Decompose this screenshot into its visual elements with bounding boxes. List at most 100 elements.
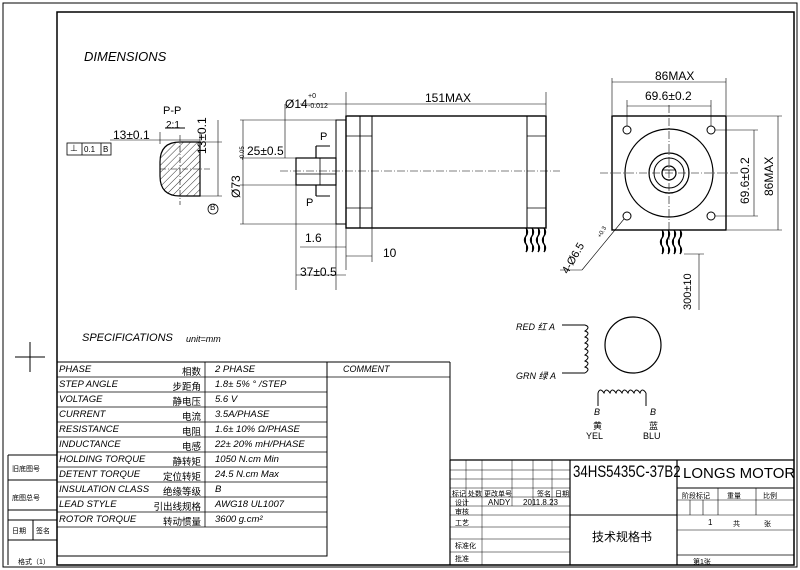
tb-date: 日期 <box>555 491 569 498</box>
spec-name-cn: 转动惯量 <box>162 517 201 528</box>
spec-name-en: INSULATION CLASS <box>59 484 150 495</box>
tb-total: 共 <box>733 521 740 528</box>
dim-13-horizontal: 13±0.1 <box>113 128 150 142</box>
tb-check: 审核 <box>455 509 469 516</box>
spec-name-en: STEP ANGLE <box>59 379 118 390</box>
comment-header: COMMENT <box>343 364 390 374</box>
spec-name-en: HOLDING TORQUE <box>59 454 146 465</box>
tb-approve: 批准 <box>455 556 469 563</box>
wire-b2-en: BLU <box>643 431 661 441</box>
side-base-no: 底图总号 <box>12 495 40 502</box>
spec-name-en: VOLTAGE <box>59 394 103 405</box>
shaft-diameter: Ø14 <box>285 97 308 111</box>
spec-name-cn: 步距角 <box>172 382 201 393</box>
tb-signature: 签名 <box>537 491 551 498</box>
tb-scale: 比例 <box>763 493 777 500</box>
flatness-tolerance: 0.1 <box>84 145 96 154</box>
wire-b2: B <box>650 407 657 417</box>
specs-title: SPECIFICATIONS <box>82 332 173 344</box>
tb-design: 设计 <box>455 500 469 507</box>
spec-name-cn: 静转矩 <box>172 457 201 468</box>
datum-b-label: B <box>210 203 216 212</box>
spec-row: STEP ANGLE 步距角 1.8± 5% ° /STEP <box>57 377 327 393</box>
tb-standard: 标准化 <box>455 543 476 550</box>
spec-value: 1050 N.cm Min <box>215 454 279 465</box>
flatness-datum: B <box>103 145 109 154</box>
width-86-max: 86MAX <box>655 69 695 83</box>
spec-name-cn: 引出线规格 <box>153 502 201 513</box>
tb-craft: 工艺 <box>455 520 469 527</box>
spec-name-en: DETENT TORQUE <box>59 469 141 480</box>
wire-b1-cn: 黄 <box>593 421 603 431</box>
width-69-6: 69.6±0.2 <box>645 89 692 103</box>
spec-name-en: INDUCTANCE <box>59 439 121 450</box>
specs-unit: unit=mm <box>186 334 221 344</box>
spec-name-en: PHASE <box>59 364 92 375</box>
length-max: 151MAX <box>425 91 472 105</box>
tb-design-date: 2011.8.23 <box>523 498 558 507</box>
section-label: P-P <box>163 105 182 117</box>
spec-name-en: RESISTANCE <box>59 424 120 435</box>
spec-value: AWG18 UL1007 <box>215 499 285 510</box>
spec-name-cn: 相数 <box>181 367 201 378</box>
spec-name-cn: 绝缘等级 <box>162 487 201 498</box>
side-old-no: 旧底图号 <box>12 466 40 473</box>
wire-red-label: RED 红 A <box>516 322 556 332</box>
tb-change-no: 更改单号 <box>484 491 512 498</box>
spec-name-en: ROTOR TORQUE <box>59 514 137 525</box>
spec-name-cn: 电感 <box>181 442 201 453</box>
tb-designer: ANDY <box>488 498 511 507</box>
wire-b1: B <box>594 407 601 417</box>
spec-row: ROTOR TORQUE 转动惯量 3600 g.cm² <box>57 512 327 528</box>
pilot-tolerance: -0.05 <box>240 146 246 160</box>
dim-37: 37±0.5 <box>300 265 337 279</box>
spec-name-cn: 静电压 <box>172 397 201 408</box>
dim-10: 10 <box>383 246 397 260</box>
shaft-tol-bottom: -0.012 <box>308 103 328 110</box>
spec-value: 2 PHASE <box>215 364 256 375</box>
document-title: 技术规格书 <box>592 530 653 544</box>
side-sign: 签名 <box>36 528 50 535</box>
dim-25: 25±0.5 <box>247 144 284 158</box>
spec-name-cn: 电阻 <box>181 427 201 438</box>
inner-border <box>56 11 795 566</box>
shaft-tol-top: +0 <box>308 93 316 100</box>
spec-row: PHASE 相数 2 PHASE <box>57 362 327 378</box>
spec-value: 3600 g.cm² <box>215 514 263 525</box>
tb-mark: 标记 <box>452 491 466 498</box>
tb-stage-mark: 阶段标记 <box>682 493 710 500</box>
section-mark-top: P <box>320 131 328 143</box>
wire-b2-cn: 蓝 <box>649 421 659 431</box>
spec-value: 5.6 V <box>215 394 238 405</box>
lead-length: 300±10 <box>682 273 694 310</box>
spec-value: 1.8± 5% ° /STEP <box>215 379 287 390</box>
pilot-diameter: Ø73 <box>229 175 243 198</box>
tb-count: 处数 <box>468 491 482 498</box>
side-format: 格式（1） <box>18 559 50 566</box>
dim-13-vertical: 13±0.1 <box>195 117 209 154</box>
spec-name-cn: 定位转矩 <box>162 472 201 483</box>
spec-row: VOLTAGE 静电压 5.6 V <box>57 392 327 408</box>
model-number: 34HS5435C-37B2 <box>573 462 681 481</box>
spec-name-en: CURRENT <box>59 409 106 420</box>
tb-sheet-total: 1 <box>708 518 713 527</box>
motor-shaft <box>295 157 337 186</box>
company-name: LONGS MOTOR <box>683 465 796 482</box>
spec-name-cn: 电流 <box>181 412 201 423</box>
section-scale: 2:1 <box>166 120 180 131</box>
spec-value: 3.5A/PHASE <box>215 409 270 420</box>
tb-sheet-no: 第1张 <box>693 559 711 566</box>
wire-green-label: GRN 绿 A <box>516 371 557 381</box>
wire-b1-en: YEL <box>586 431 604 441</box>
height-69-6: 69.6±0.2 <box>738 157 752 204</box>
wiring-diagram <box>562 316 662 406</box>
drawing-title: DIMENSIONS <box>84 49 167 64</box>
tb-sheet: 张 <box>764 521 771 528</box>
spec-value: B <box>215 484 222 495</box>
height-86-max: 86MAX <box>762 156 776 196</box>
